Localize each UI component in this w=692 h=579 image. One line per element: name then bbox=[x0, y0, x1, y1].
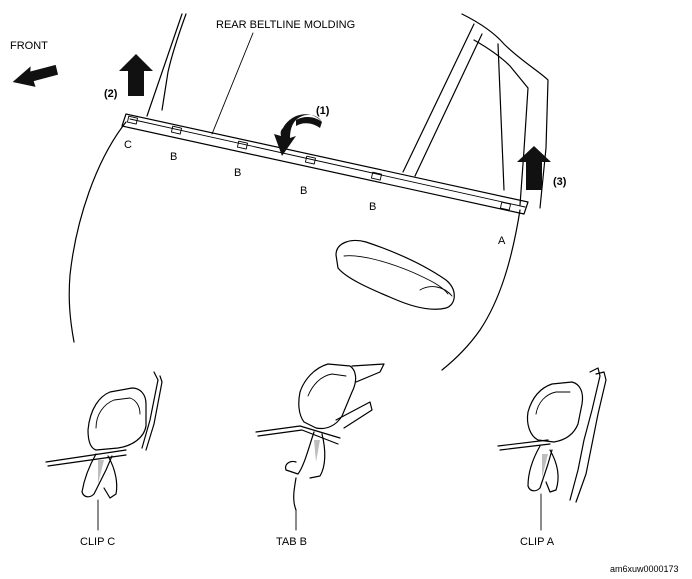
tab-b-slot bbox=[304, 155, 316, 165]
tab-b-position-label: B bbox=[170, 151, 177, 163]
figure-id: am6xuw0000173 bbox=[610, 564, 679, 574]
tab-b-position-label: B bbox=[369, 201, 376, 213]
rear-beltline-molding bbox=[121, 113, 529, 215]
clip-a-detail bbox=[497, 367, 607, 531]
clip-c-position-label: C bbox=[124, 139, 132, 151]
tab-b-position-label: B bbox=[234, 167, 241, 179]
rotate-arrow-icon bbox=[274, 114, 322, 156]
front-direction-arrow-icon bbox=[12, 64, 59, 87]
molding-label: REAR BELTLINE MOLDING bbox=[216, 19, 355, 31]
tab-b-slot bbox=[170, 125, 182, 135]
clip-a-slot bbox=[499, 201, 511, 211]
clip-c-slot bbox=[126, 115, 138, 125]
clip-a-label: CLIP A bbox=[520, 536, 555, 548]
clip-a-position-label: A bbox=[498, 235, 506, 247]
tab-b-detail bbox=[255, 363, 385, 531]
tab-b-slot bbox=[370, 171, 382, 181]
clip-c-label: CLIP C bbox=[80, 536, 115, 548]
front-label: FRONT bbox=[10, 40, 48, 52]
molding-leader-line bbox=[211, 32, 254, 135]
tab-b-slot bbox=[236, 140, 248, 150]
lift-up-arrow-icon bbox=[119, 54, 153, 96]
step-2-label: (2) bbox=[104, 88, 118, 100]
step-3-label: (3) bbox=[553, 176, 567, 188]
clip-c-detail bbox=[45, 371, 163, 531]
lift-up-arrow-icon bbox=[517, 146, 551, 190]
tab-b-position-label: B bbox=[300, 185, 307, 197]
tab-b-label: TAB B bbox=[276, 536, 307, 548]
door-outline bbox=[68, 13, 549, 371]
step-1-label: (1) bbox=[316, 105, 330, 117]
door-handle bbox=[335, 239, 455, 310]
